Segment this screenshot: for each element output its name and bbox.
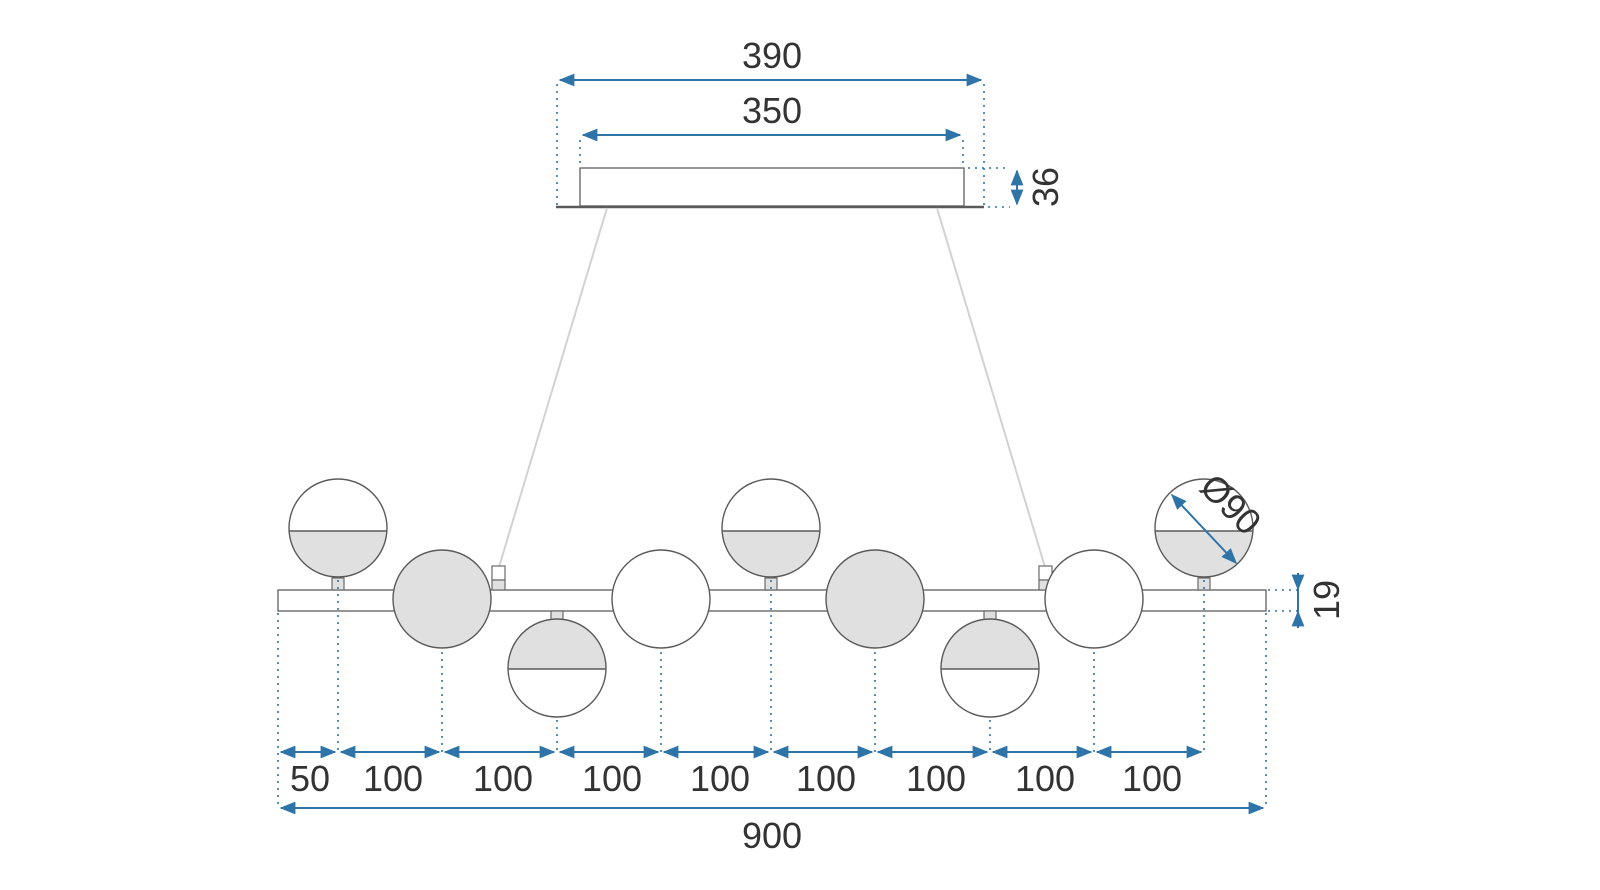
globe-shaded-2 xyxy=(825,549,925,649)
bar-height-dimension: 19 xyxy=(1268,573,1347,628)
globe-stem xyxy=(1197,577,1211,591)
globe-upper-2 xyxy=(721,478,821,578)
globe-clear-1 xyxy=(611,549,711,649)
canopy-body xyxy=(579,167,965,207)
spacing-label: 100 xyxy=(906,758,966,799)
bar-height-label: 19 xyxy=(1306,580,1347,620)
globe-clear-2 xyxy=(1044,549,1144,649)
spacing-label: 50 xyxy=(290,758,330,799)
canopy-inner-width-dimension: 350 xyxy=(579,90,964,168)
total-length-label: 900 xyxy=(742,815,802,856)
globe-upper-1 xyxy=(288,478,388,578)
globe-lower-2 xyxy=(940,618,1040,718)
canopy-inner-width-label: 350 xyxy=(742,90,802,131)
spacing-label: 100 xyxy=(473,758,533,799)
wire-anchor-left xyxy=(491,565,506,581)
spacing-label: 100 xyxy=(1122,758,1182,799)
dimension-arrow xyxy=(1170,493,1238,565)
canopy-outer-width-dimension: 390 xyxy=(556,35,985,206)
canopy-outer-width-label: 390 xyxy=(742,35,802,76)
spacing-label: 100 xyxy=(796,758,856,799)
total-length-dimension: 900 xyxy=(279,801,1265,856)
canopy xyxy=(556,167,984,209)
spacing-extension-lines xyxy=(277,580,1267,808)
spacing-labels: 50 100 100 100 100 100 100 100 100 xyxy=(290,758,1182,799)
globe-stem xyxy=(331,577,345,591)
globe-lower-1 xyxy=(507,618,607,718)
spacing-label: 100 xyxy=(690,758,750,799)
canopy-height-dimension: 36 xyxy=(968,167,1066,208)
suspension-wire-right xyxy=(936,207,1046,568)
globe-shaded-1 xyxy=(392,549,492,649)
spacing-label: 100 xyxy=(363,758,423,799)
globe-stem xyxy=(764,577,778,591)
canopy-height-label: 36 xyxy=(1025,167,1066,207)
spacing-label: 100 xyxy=(582,758,642,799)
spacing-label: 100 xyxy=(1015,758,1075,799)
suspension-wire-left xyxy=(498,207,608,568)
